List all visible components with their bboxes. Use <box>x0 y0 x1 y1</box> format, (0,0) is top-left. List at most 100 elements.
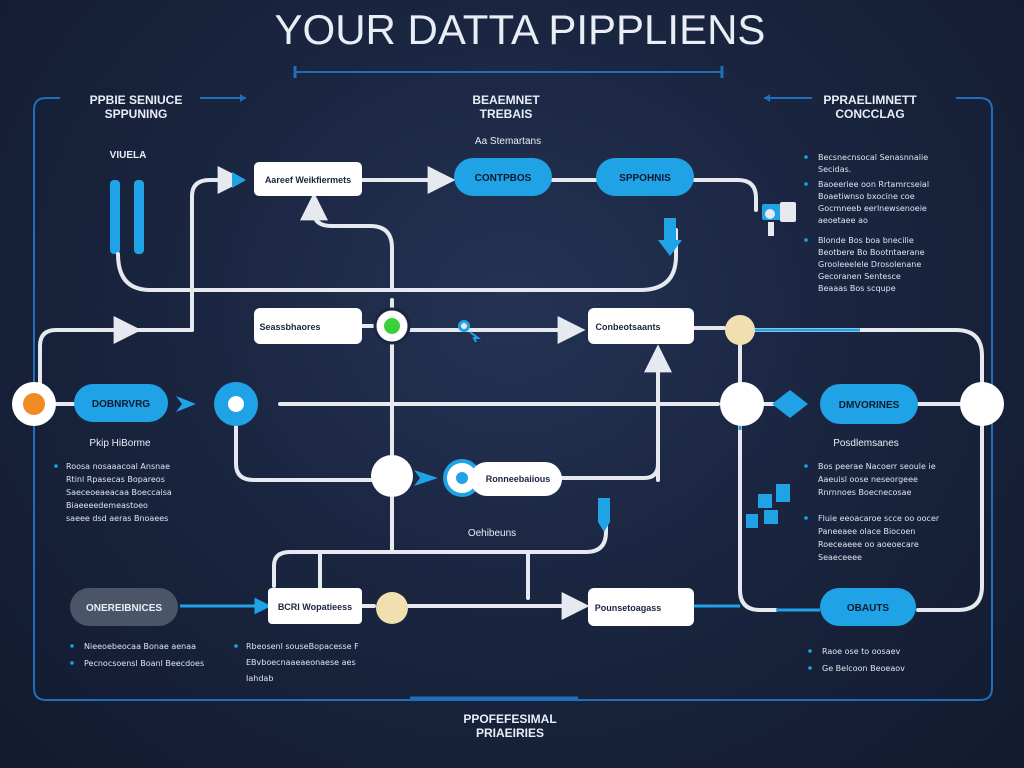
note-bl-0: Nieeoebeocaa Bonae aenaa <box>84 642 196 651</box>
notes-bottom-left: Nieeoebeocaa Bonae aenaa Pecnocsoensl Bo… <box>70 642 204 668</box>
joint-far-right <box>960 382 1004 426</box>
node-n6-label: DOBNRVRG <box>92 399 150 410</box>
note-bc-0: Rbeosenl souseBopacesse F <box>246 642 359 651</box>
cream-dot-top <box>725 315 755 345</box>
label-top-left-2: SPPUNING <box>105 107 168 121</box>
note-tr-3: Boaetiwnso bxocine coe <box>818 192 915 201</box>
node-n4[interactable]: Seassbhaores <box>254 308 362 344</box>
note-lm-4: saeee dsd aeras Bnoaees <box>66 514 168 523</box>
note-tr-7: Beotbere Bo Bootntaerane <box>818 248 925 257</box>
connector-loop-top <box>116 228 678 292</box>
connector-n3-right <box>692 178 758 212</box>
node-n4-label: Seassbhaores <box>259 322 320 332</box>
node-n8[interactable]: Ronneebaiious <box>470 462 562 496</box>
connector-left-up <box>190 166 246 332</box>
node-n1[interactable]: Aareef Weikfiermets <box>254 162 362 196</box>
blue-bar-icon-1 <box>110 180 120 254</box>
note-tr-8: Grooleeelele Drosolenane <box>818 260 921 269</box>
note-rm-0: Bos peerae Nacoerr seoule ie <box>818 462 936 471</box>
label-left-mid: Pkip HiBorme <box>89 438 151 449</box>
label-bottom-center-2: PRIAEIRIES <box>476 726 544 740</box>
note-rm-2: Rnrnnoes Boecnecosae <box>818 488 912 497</box>
blue-bar-icon-2 <box>134 180 144 254</box>
joint-center-low <box>371 455 413 497</box>
notes-top-right: Becsnecnsocal Senasnnalie Secidas. Baoee… <box>804 153 929 293</box>
connector-left-horizontal <box>38 328 194 398</box>
note-lm-0: Roosa nosaaacoal Ansnae <box>66 462 170 471</box>
connector-lower-left <box>272 520 608 588</box>
label-top-left-1: PPBIE SENIUCE <box>90 93 183 107</box>
label-top-right-1: PPRAELIMNETT <box>823 93 917 107</box>
node-n3[interactable]: SPPOHNIS <box>596 158 694 196</box>
note-tr-4: Gocmneeb eerlnewsenoeie <box>818 204 927 213</box>
notes-bottom-right: Raoe ose to oosaev Ge Belcoon Beoeaov <box>808 647 905 673</box>
note-rm-5: Roeceaeee oo aoeoecare <box>818 540 919 549</box>
node-n6[interactable]: DOBNRVRG <box>74 384 168 422</box>
note-br-1: Ge Belcoon Beoeaov <box>822 664 905 673</box>
frame-arrow-head-right <box>764 94 770 102</box>
label-bottom-center-1: PPOFEFESIMAL <box>463 712 556 726</box>
green-dot <box>384 318 400 334</box>
node-n5[interactable]: Conbeotsaants <box>588 308 694 344</box>
node-n12-label: OBAUTS <box>847 603 890 614</box>
connectors <box>38 166 984 620</box>
label-center-low: Oehibeuns <box>468 528 516 539</box>
plug-icon <box>762 202 796 236</box>
note-bl-1: Pecnocsoensl Boanl Beecdoes <box>84 659 204 668</box>
note-rm-3: Fluie eeoacaroe scce oo oocer <box>818 514 940 523</box>
node-n3-label: SPPOHNIS <box>619 173 671 184</box>
note-tr-0: Becsnecnsocal Senasnnalie <box>818 153 928 162</box>
connector-return-n1 <box>300 192 394 292</box>
blue-down-arrow-icon-2 <box>598 498 610 532</box>
note-tr-1: Secidas. <box>818 165 851 174</box>
label-left-bar: VIUELA <box>110 150 147 161</box>
node-n7[interactable]: DMVORINES <box>820 384 918 424</box>
orange-dot <box>23 393 45 415</box>
label-right-mid: Posdlemsanes <box>833 438 899 449</box>
connector-right-outer <box>748 328 984 612</box>
joint-n6-icon-inner <box>228 396 244 412</box>
note-bc-2: Iahdab <box>246 674 273 683</box>
cream-dot-bottom <box>376 592 408 624</box>
node-n1-label: Aareef Weikfiermets <box>265 175 351 185</box>
label-top-center-1: BEAEMNET <box>472 93 540 107</box>
blue-arrow-icon-n8 <box>414 470 438 486</box>
blue-arrow-icon-n7 <box>772 390 808 418</box>
outer-frame <box>33 97 993 701</box>
notes-left-mid: Roosa nosaaacoal Ansnae Rtinl Rpasecas B… <box>54 462 172 523</box>
notes-right-mid: Bos peerae Nacoerr seoule ie Aaeuisl oos… <box>804 462 940 562</box>
cursor-icon <box>458 320 481 343</box>
node-n2-label: CONTPBOS <box>475 173 532 184</box>
label-top-right-2: CONCCLAG <box>835 107 904 121</box>
note-tr-2: Baoeeriee oon Rrtamrcseial <box>818 180 929 189</box>
node-n2[interactable]: CONTPBOS <box>454 158 552 196</box>
node-n11-label: Pounsetoagass <box>595 603 662 613</box>
node-n10[interactable]: BCRI Wopatieess <box>268 588 362 624</box>
note-lm-3: Biaeeeedemeastoeo <box>66 501 148 510</box>
note-tr-6: Blonde Bos boa bnecilie <box>818 236 914 245</box>
page-title: YOUR DATTA PIPPLIENS <box>275 6 766 53</box>
joint-right-main <box>720 382 764 426</box>
frame-arrow-head-left <box>240 94 246 102</box>
note-tr-9: Gecoranen Sentesce <box>818 272 901 281</box>
note-rm-4: Paneeaee olace Biocoen <box>818 527 915 536</box>
blue-arrow-icon-n1 <box>232 172 246 188</box>
note-bc-1: EBvboecnaaeaeonaese aes <box>246 658 356 667</box>
note-br-0: Raoe ose to oosaev <box>822 647 901 656</box>
node-n9[interactable]: ONEREIBNICES <box>70 588 178 626</box>
node-n9-label: ONEREIBNICES <box>86 603 162 614</box>
connector-lower-loop <box>234 418 374 482</box>
node-n11[interactable]: Pounsetoagass <box>588 588 694 626</box>
notes-bottom-center: Rbeosenl souseBopacesse F EBvboecnaaeaeo… <box>234 642 359 683</box>
blue-down-arrow-icon-1 <box>658 218 682 256</box>
connector-right-column <box>738 338 778 612</box>
blue-arrow-icon-n6 <box>176 396 196 412</box>
node-n12[interactable]: OBAUTS <box>820 588 916 626</box>
connector-n8-right <box>560 462 660 480</box>
label-top-center-sub: Aa Stemartans <box>475 136 541 147</box>
note-tr-5: aeoetaee ao <box>818 216 868 225</box>
node-n5-label: Conbeotsaants <box>595 322 660 332</box>
label-top-center-2: TREBAIS <box>480 107 533 121</box>
